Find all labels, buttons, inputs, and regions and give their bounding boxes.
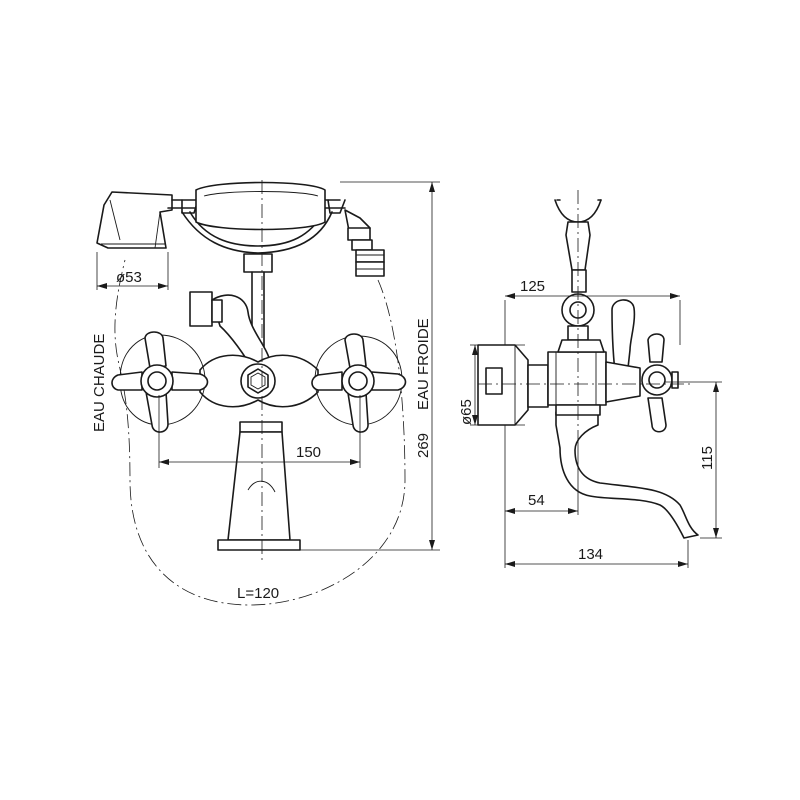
hot-handle xyxy=(111,331,209,433)
body-side xyxy=(527,339,641,408)
svg-text:269: 269 xyxy=(415,433,432,458)
hose-nut xyxy=(344,209,385,277)
cold-handle xyxy=(311,333,407,433)
svg-text:ø65: ø65 xyxy=(458,399,475,425)
hose-length-label: L=120 xyxy=(237,585,279,602)
dim-handle-centers: 150 xyxy=(158,395,361,468)
dim-projection-inner: 54 xyxy=(504,425,579,568)
diverter-lever xyxy=(189,291,271,373)
dim-total-height: 269 xyxy=(300,181,440,551)
dim-rosette-diameter: ø65 xyxy=(458,344,525,426)
handle-side xyxy=(641,333,679,433)
side-view: 125 ø65 115 54 xyxy=(458,190,722,568)
cold-water-label: EAU FROIDE xyxy=(415,318,432,410)
svg-text:134: 134 xyxy=(578,546,603,563)
svg-text:125: 125 xyxy=(520,278,545,295)
dim-handshower-diameter: ø53 xyxy=(96,252,169,290)
svg-text:150: 150 xyxy=(296,444,321,461)
wall-rosette xyxy=(477,344,529,426)
hot-water-label: EAU CHAUDE xyxy=(91,334,108,432)
spout xyxy=(555,411,699,539)
handshower-handle xyxy=(195,181,326,231)
dim-spout-height: 115 xyxy=(665,381,722,539)
center-hex-nut xyxy=(240,363,276,399)
svg-text:54: 54 xyxy=(528,492,545,509)
handshower xyxy=(96,191,173,249)
mixer-base xyxy=(217,421,301,551)
front-view: EAU CHAUDE EAU FROIDE ø53 150 L=120 xyxy=(91,180,440,606)
svg-text:115: 115 xyxy=(699,446,716,470)
dim-projection-total: 134 xyxy=(505,540,689,568)
svg-text:ø53: ø53 xyxy=(116,269,142,286)
dim-side-top-width: 125 xyxy=(504,278,681,345)
